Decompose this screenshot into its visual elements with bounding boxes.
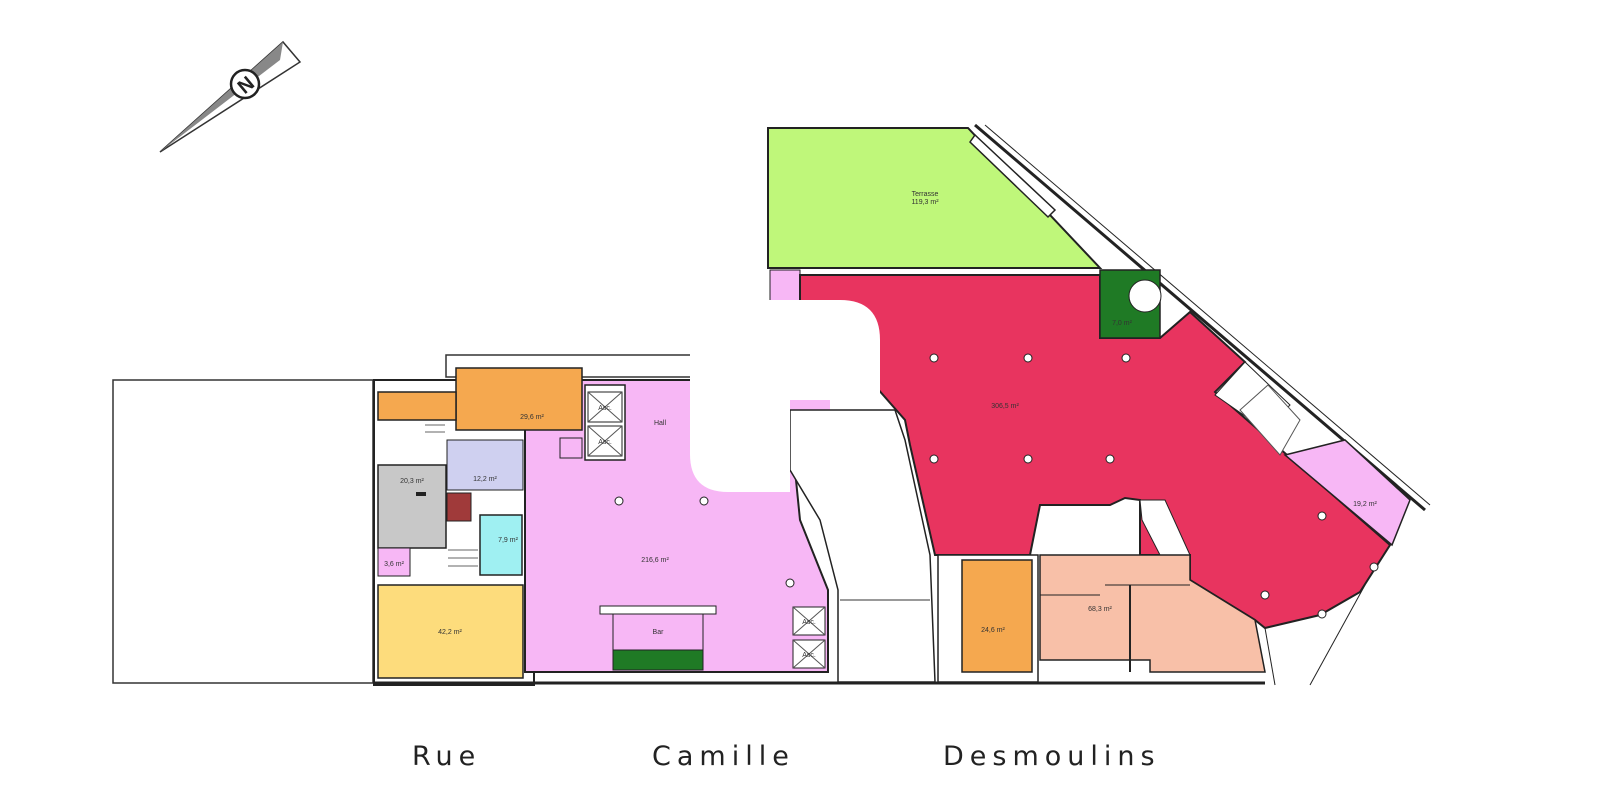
transformer-area: 24,6 m²: [981, 627, 1005, 634]
street-word-desmoulins: Desmoulins: [943, 741, 1161, 772]
orange-room-area: 29,6 m²: [520, 414, 544, 421]
terrace-room: [767, 127, 1103, 269]
lavender-room-area: 12,2 m²: [473, 476, 497, 483]
spiral-stair-icon: [1128, 279, 1162, 313]
columns: [929, 353, 1379, 619]
street-word-rue: Rue: [412, 741, 481, 772]
lift: Asc. Asc. Asc. Asc.: [587, 391, 826, 669]
bar-label: Bar: [653, 629, 665, 636]
yellow-room-area: 42,2 m²: [438, 629, 462, 636]
corridor-room: [1283, 439, 1411, 547]
svg-text:Asc.: Asc.: [802, 652, 816, 659]
street-word-camille: Camille: [652, 741, 795, 772]
wc-area: 7,9 m²: [498, 537, 519, 544]
svg-text:Asc.: Asc.: [598, 439, 612, 446]
corridor-area: 19,2 m²: [1353, 501, 1377, 508]
svg-text:Asc.: Asc.: [598, 405, 612, 412]
main-hall-area: 306,5 m²: [991, 403, 1019, 410]
terrace-label: Terrasse: [912, 191, 939, 198]
svg-text:Asc.: Asc.: [802, 619, 816, 626]
green-room: [612, 649, 704, 671]
overlay-shape: [690, 300, 880, 492]
parking-area: [112, 379, 374, 684]
north-compass-icon: N: [159, 40, 302, 153]
small-room-area: 3,6 m²: [384, 561, 405, 568]
hall-area: 216,6 m²: [641, 557, 669, 564]
salmon-room-area: 68,3 m²: [1088, 606, 1112, 613]
gray-room-area: 20,3 m²: [400, 478, 424, 485]
hall-label: Hall: [654, 420, 667, 427]
spiral-stair-area: 7,0 m²: [1112, 320, 1133, 327]
terrace-area: 119,3 m²: [911, 199, 939, 206]
